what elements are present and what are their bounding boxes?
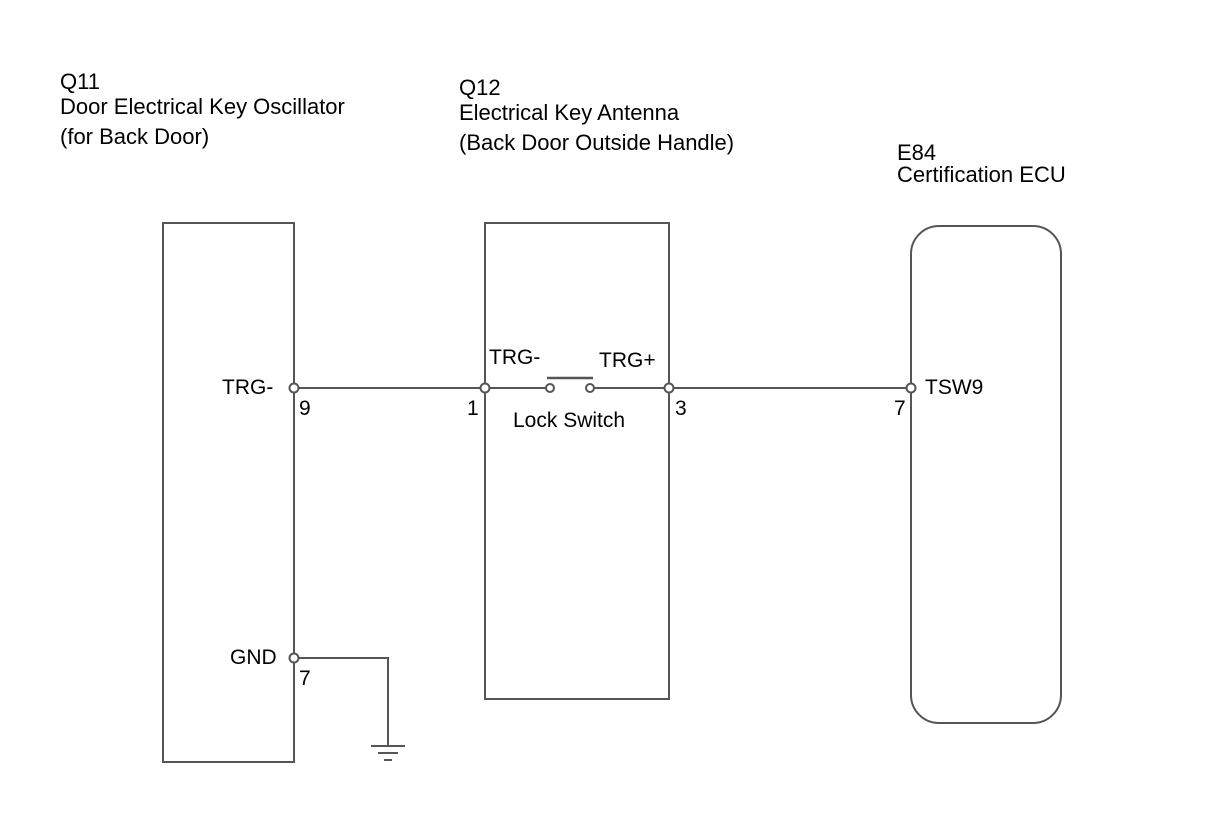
oscillator-box [162,222,295,763]
wire-gnd [298,657,389,746]
oscillator-pin-gnd-num: 7 [299,667,311,690]
ecu-box [910,225,1062,724]
terminal-antenna-trg-plus [663,382,675,394]
antenna-pin-trg-minus-name: TRG- [489,346,541,369]
antenna-box [484,222,670,700]
antenna-name: Electrical Key Antenna [459,100,680,125]
ground-icon [371,745,405,761]
terminal-oscillator-gnd [288,652,300,664]
oscillator-name: Door Electrical Key Oscillator [60,94,345,119]
oscillator-title: Q11 Door Electrical Key Oscillator (for … [60,66,345,152]
ecu-code: E84 [897,140,937,165]
antenna-note: (Back Door Outside Handle) [459,130,735,155]
lock-switch-label: Lock Switch [513,409,626,432]
oscillator-pin-trg-num: 9 [299,397,311,420]
antenna-title: Q12 Electrical Key Antenna (Back Door Ou… [459,72,734,158]
ecu-pin-tsw-name: TSW9 [925,376,984,399]
terminal-antenna-trg-minus [479,382,491,394]
antenna-pin-trg-plus-num: 3 [675,397,687,420]
switch-contact-right [585,383,595,393]
terminal-oscillator-trg [288,382,300,394]
oscillator-pin-gnd-name: GND [230,646,277,669]
terminal-ecu-tsw9 [905,382,917,394]
ecu-name: Certification ECU [897,162,1066,187]
oscillator-pin-trg-name: TRG- [222,376,274,399]
oscillator-code: Q11 [60,69,100,94]
antenna-pin-trg-plus-name: TRG+ [599,349,656,372]
antenna-code: Q12 [459,75,501,100]
antenna-pin-trg-minus-num: 1 [467,397,479,420]
switch-contact-left [545,383,555,393]
oscillator-note: (for Back Door) [60,124,210,149]
ecu-title: E84 Certification ECU [897,137,1066,190]
ecu-pin-tsw-num: 7 [894,397,906,420]
